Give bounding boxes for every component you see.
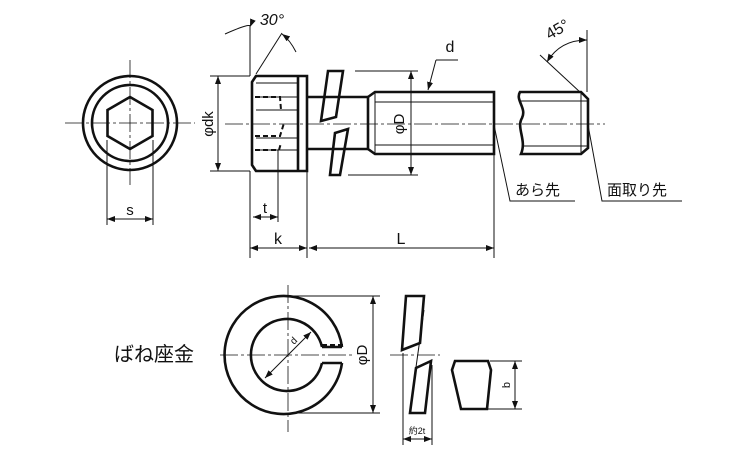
dim-d-label: d	[446, 39, 455, 56]
washer-b-label: b	[501, 382, 513, 388]
washer-D-label: φD	[354, 345, 371, 366]
dim-L-label: L	[397, 231, 406, 248]
rough-end-label: あら先	[515, 182, 560, 199]
angle-30-label: 30°	[260, 12, 285, 29]
spring-washer-label: ばね座金	[114, 343, 194, 366]
dim-s-label: s	[126, 202, 134, 219]
dim-dk-label: φdk	[200, 111, 217, 137]
head-end-view: s	[65, 60, 195, 225]
spring-washer-view: ばね座金 d φD 約2t b	[114, 285, 522, 445]
angle-45-label: 45°	[543, 17, 572, 44]
bolt-side-view: φdk φD d 30° 45° あら先 面取り先 t k	[200, 12, 682, 258]
washer-d-label: d	[288, 335, 300, 347]
dim-D-label: φD	[391, 114, 408, 135]
dim-t-label: t	[263, 200, 268, 217]
dim-k-label: k	[274, 231, 283, 248]
chamfered-end-label: 面取り先	[607, 182, 667, 199]
washer-thickness-label: 約2t	[409, 425, 426, 436]
